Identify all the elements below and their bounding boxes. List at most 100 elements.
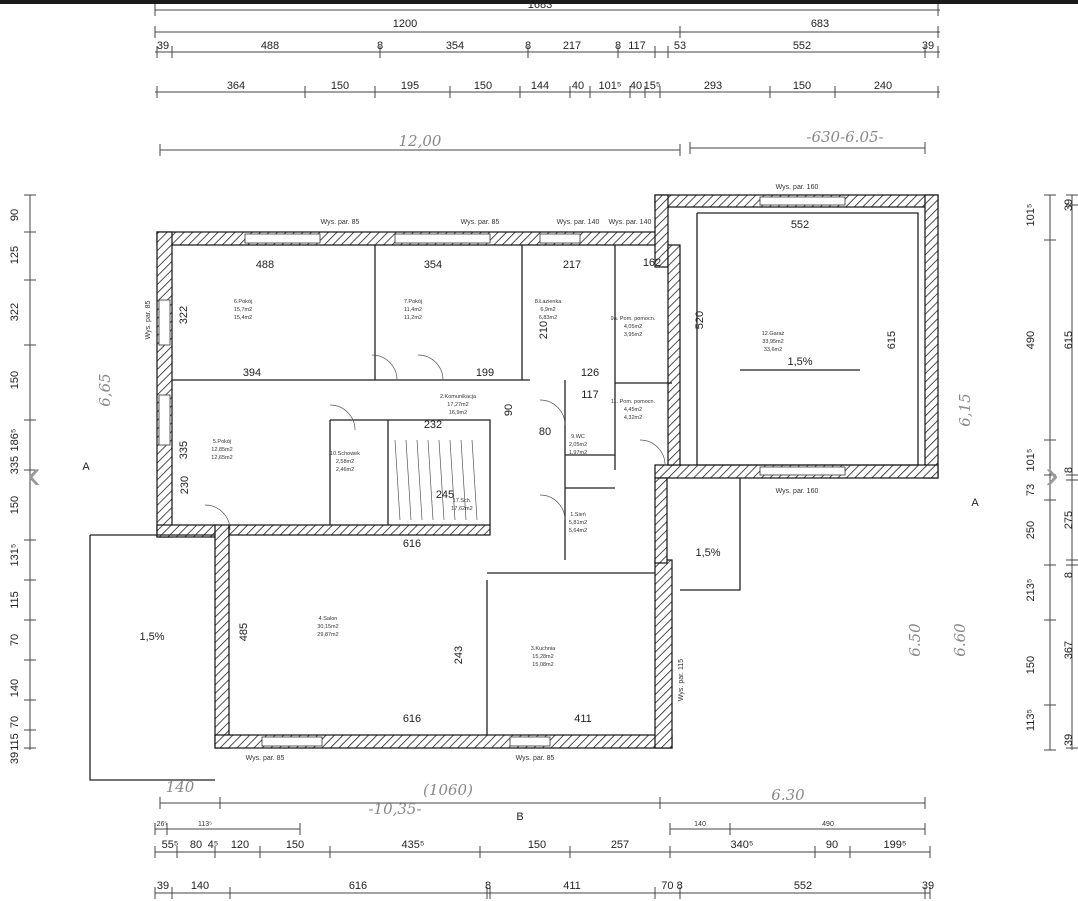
window-height-label: Wys. par. 160: [776, 184, 819, 191]
stair-step: [471, 439, 478, 521]
room-area: 15,28m2: [532, 654, 553, 660]
floor-slope-label: 1,5%: [695, 547, 720, 559]
stair-step: [427, 439, 434, 521]
room-name: 5.Pokój: [213, 439, 231, 445]
previous-image-button[interactable]: ‹: [16, 450, 52, 500]
stair-step: [416, 439, 423, 521]
dimension-label: 1200: [393, 18, 417, 30]
room-dimension: 245: [436, 489, 454, 501]
room-dimension: 117: [581, 389, 599, 401]
dimension-label: 257: [611, 839, 629, 851]
door-swing: [329, 404, 356, 431]
dimension-label: 490: [1025, 331, 1037, 349]
window: [158, 299, 171, 346]
dimension-label: 40: [572, 80, 584, 92]
window-height-label: Wys. par. 85: [246, 755, 285, 762]
dimension-label: 8: [1063, 572, 1075, 578]
room-area-net: 2,46m2: [336, 467, 354, 473]
dimension-label: 90: [826, 839, 838, 851]
dimension-label: 615: [1063, 331, 1075, 349]
dimension-label: 150: [9, 371, 21, 389]
dimension-label: 488: [261, 40, 279, 52]
room-area: 11,4m2: [404, 307, 422, 313]
dimension-label: 39: [9, 752, 21, 764]
dimension-label: 140: [694, 821, 706, 828]
dimension-label: 186⁵: [9, 429, 21, 452]
room-area: 4,05m2: [624, 324, 642, 330]
window-height-label: Wys. par. 140: [609, 219, 652, 226]
window: [244, 233, 321, 244]
room-name: 9a. Pom. pomocn.: [611, 316, 656, 322]
room-area: 5,81m2: [569, 520, 587, 526]
room-dimension: 616: [403, 713, 421, 725]
stair-step: [460, 439, 467, 521]
dimension-label: 150: [793, 80, 811, 92]
dimension-label: 101⁵: [599, 80, 622, 92]
stair-step: [394, 439, 401, 521]
dimension-label: 195: [401, 80, 419, 92]
partition-wall: [89, 535, 215, 781]
wall: [654, 194, 669, 268]
dimension-label: 101⁵: [1025, 449, 1037, 472]
next-image-button[interactable]: ›: [1034, 450, 1070, 500]
dimension-label: 113⁵: [1025, 709, 1037, 731]
dimension-label: 39: [157, 880, 169, 892]
window-height-label: Wys. par. 115: [678, 659, 685, 701]
handwritten-note: 6.50: [906, 623, 924, 657]
dimension-label: 275: [1063, 511, 1075, 529]
room-area-net: 15,4m2: [234, 315, 252, 321]
room-name: 2.Komunikacja: [440, 394, 477, 400]
room-area: 33,95m2: [762, 339, 783, 345]
dimension-label: 73: [1025, 484, 1037, 496]
room-name: 8.Łazienka: [535, 299, 563, 305]
dimension-label: 367: [1063, 641, 1075, 659]
room-area: 2,05m2: [569, 442, 587, 448]
dimension-label: 39: [157, 40, 169, 52]
dimension-label: 70 8: [661, 880, 682, 892]
room-area-net: 29,87m2: [317, 632, 338, 638]
dimension-label: 140: [9, 679, 21, 697]
dimension-label: 55⁵: [162, 839, 179, 851]
dimension-label: 364: [227, 80, 245, 92]
window-height-label: Wys. par. 85: [145, 300, 152, 339]
dimension-label: 53: [674, 40, 686, 52]
dimension-label: 115: [9, 591, 21, 609]
wall: [654, 477, 668, 564]
room-dimension: 232: [424, 419, 442, 431]
partition-wall: [696, 212, 919, 466]
section-marker: A: [971, 497, 979, 509]
dimension-label: 39: [1063, 199, 1075, 211]
dimension-label: 39: [1063, 734, 1075, 746]
dimension-label: 150: [1025, 656, 1037, 674]
wall: [156, 231, 173, 538]
dimension-label: 8: [615, 40, 621, 52]
room-dimension: 80: [539, 426, 551, 438]
dimension-label: 70: [9, 634, 21, 646]
door-swing: [204, 504, 231, 531]
room-dimension: 243: [453, 646, 465, 664]
handwritten-note: -630-6.05-: [806, 128, 883, 146]
door-swing: [639, 439, 666, 466]
dimension-label: 213⁵: [1025, 579, 1037, 602]
dimension-label: 80: [190, 839, 202, 851]
room-dimension: 162: [643, 257, 661, 269]
dimension-label: 322: [9, 303, 21, 321]
room-area: 30,15m2: [317, 624, 338, 630]
dimension-label: 8: [1063, 467, 1075, 473]
wall: [214, 524, 230, 749]
dimension-label: 335: [9, 456, 21, 474]
room-dimension: 488: [256, 259, 274, 271]
room-area: 17,62m2: [451, 506, 472, 512]
dimension-label: 552: [793, 40, 811, 52]
dimension-label: 250: [1025, 521, 1037, 539]
room-dimension: 552: [791, 219, 809, 231]
dimension-label: 150: [528, 839, 546, 851]
dimension-label: 113⁵: [198, 821, 212, 828]
room-name: 7.Pokój: [404, 299, 422, 305]
room-area-net: 1,97m2: [569, 450, 587, 456]
dimension-label: 435⁵: [402, 839, 425, 851]
room-dimension: 126: [581, 367, 599, 379]
room-area-net: 15,08m2: [532, 662, 553, 668]
viewer-top-bar: [0, 0, 1078, 4]
dimension-label: 199⁵: [884, 839, 907, 851]
